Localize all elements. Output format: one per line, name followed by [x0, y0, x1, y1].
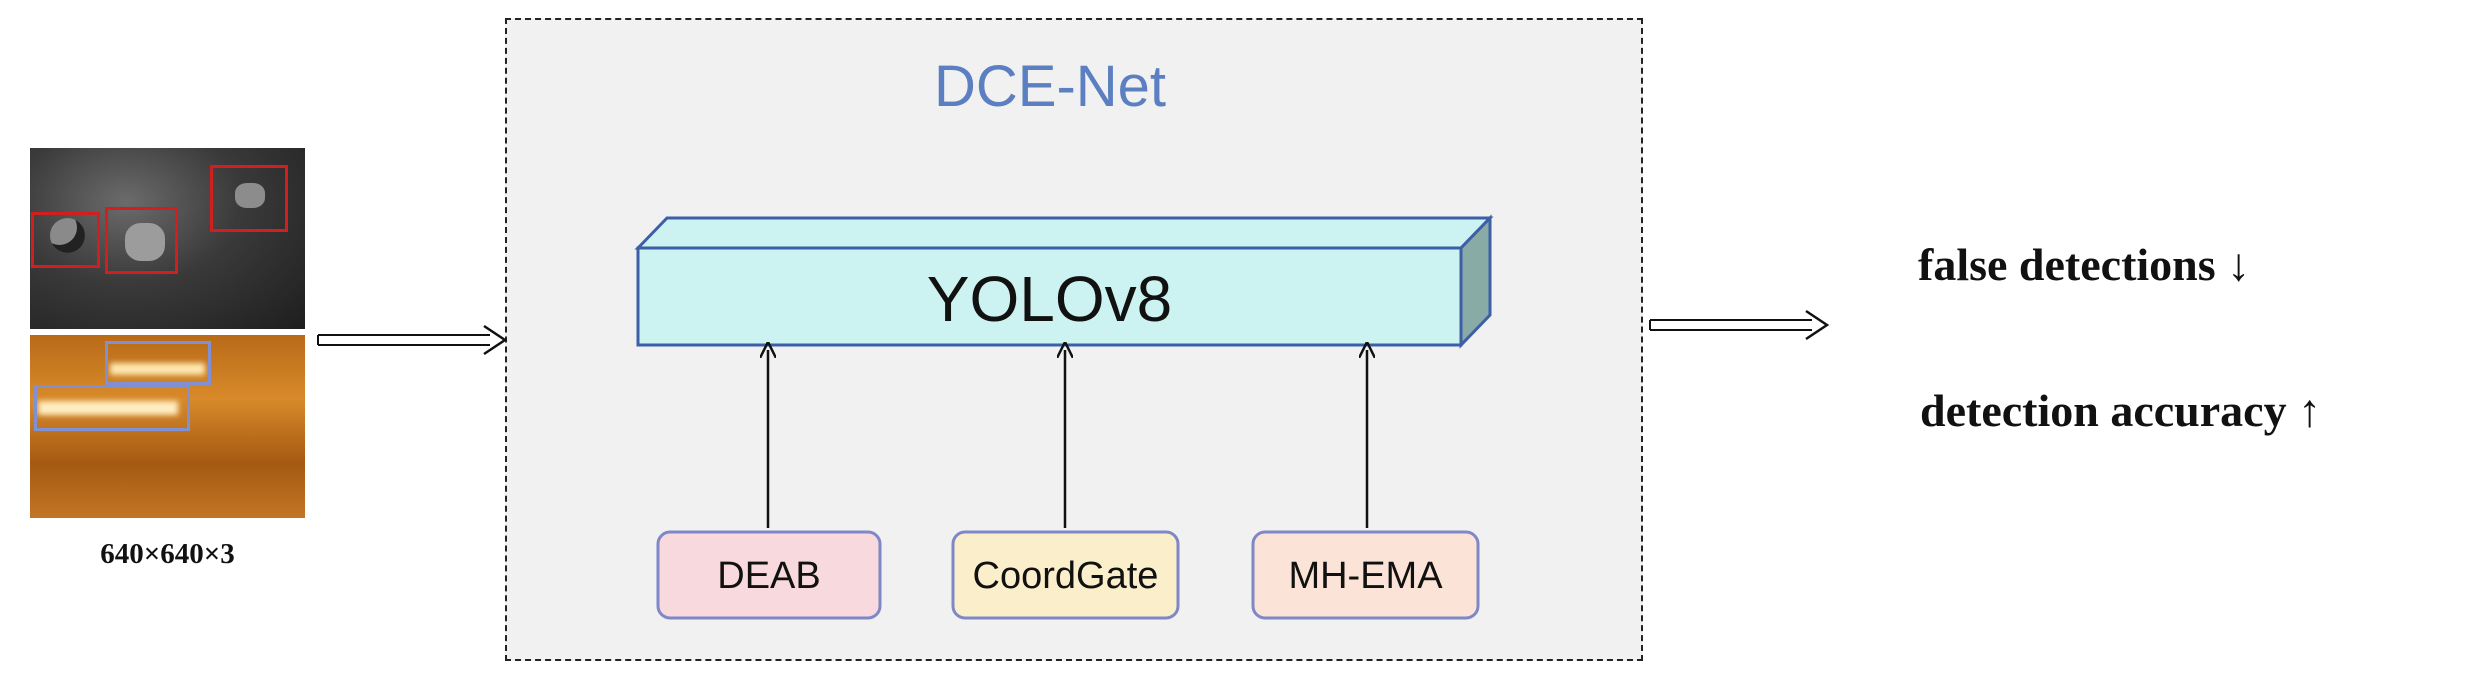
detection-box-blue	[34, 385, 190, 431]
detection-box-red	[31, 212, 100, 268]
deab-box	[656, 530, 882, 620]
dce-net-title: DCE-Net	[933, 54, 1167, 119]
detection-accuracy-text: detection accuracy ↑	[1920, 385, 2322, 436]
detection-box-red	[210, 165, 288, 232]
false-detections-text: false detections ↓	[1918, 239, 2251, 290]
coordgate-box	[951, 530, 1180, 620]
yolov8-label: YOLOv8	[926, 263, 1173, 335]
deab-label: DEAB	[717, 555, 821, 597]
bright-streak	[38, 401, 178, 415]
coordgate-label: CoordGate	[972, 555, 1159, 597]
yolov8-block	[634, 214, 1494, 349]
bright-streak	[110, 363, 205, 375]
sonar-image-bottom	[30, 335, 305, 518]
input-arrow	[317, 324, 508, 356]
mhema-label: MH-EMA	[1288, 555, 1443, 597]
detection-box-red	[105, 207, 178, 274]
detection-box-blue	[105, 341, 211, 385]
object-blob-3	[235, 183, 265, 208]
object-blob-1	[50, 218, 85, 253]
object-blob-2	[125, 223, 165, 261]
output-arrow	[1649, 309, 1830, 341]
input-size-label: 640×640×3	[100, 538, 235, 570]
mhema-box	[1251, 530, 1480, 620]
sonar-image-top	[30, 148, 305, 329]
